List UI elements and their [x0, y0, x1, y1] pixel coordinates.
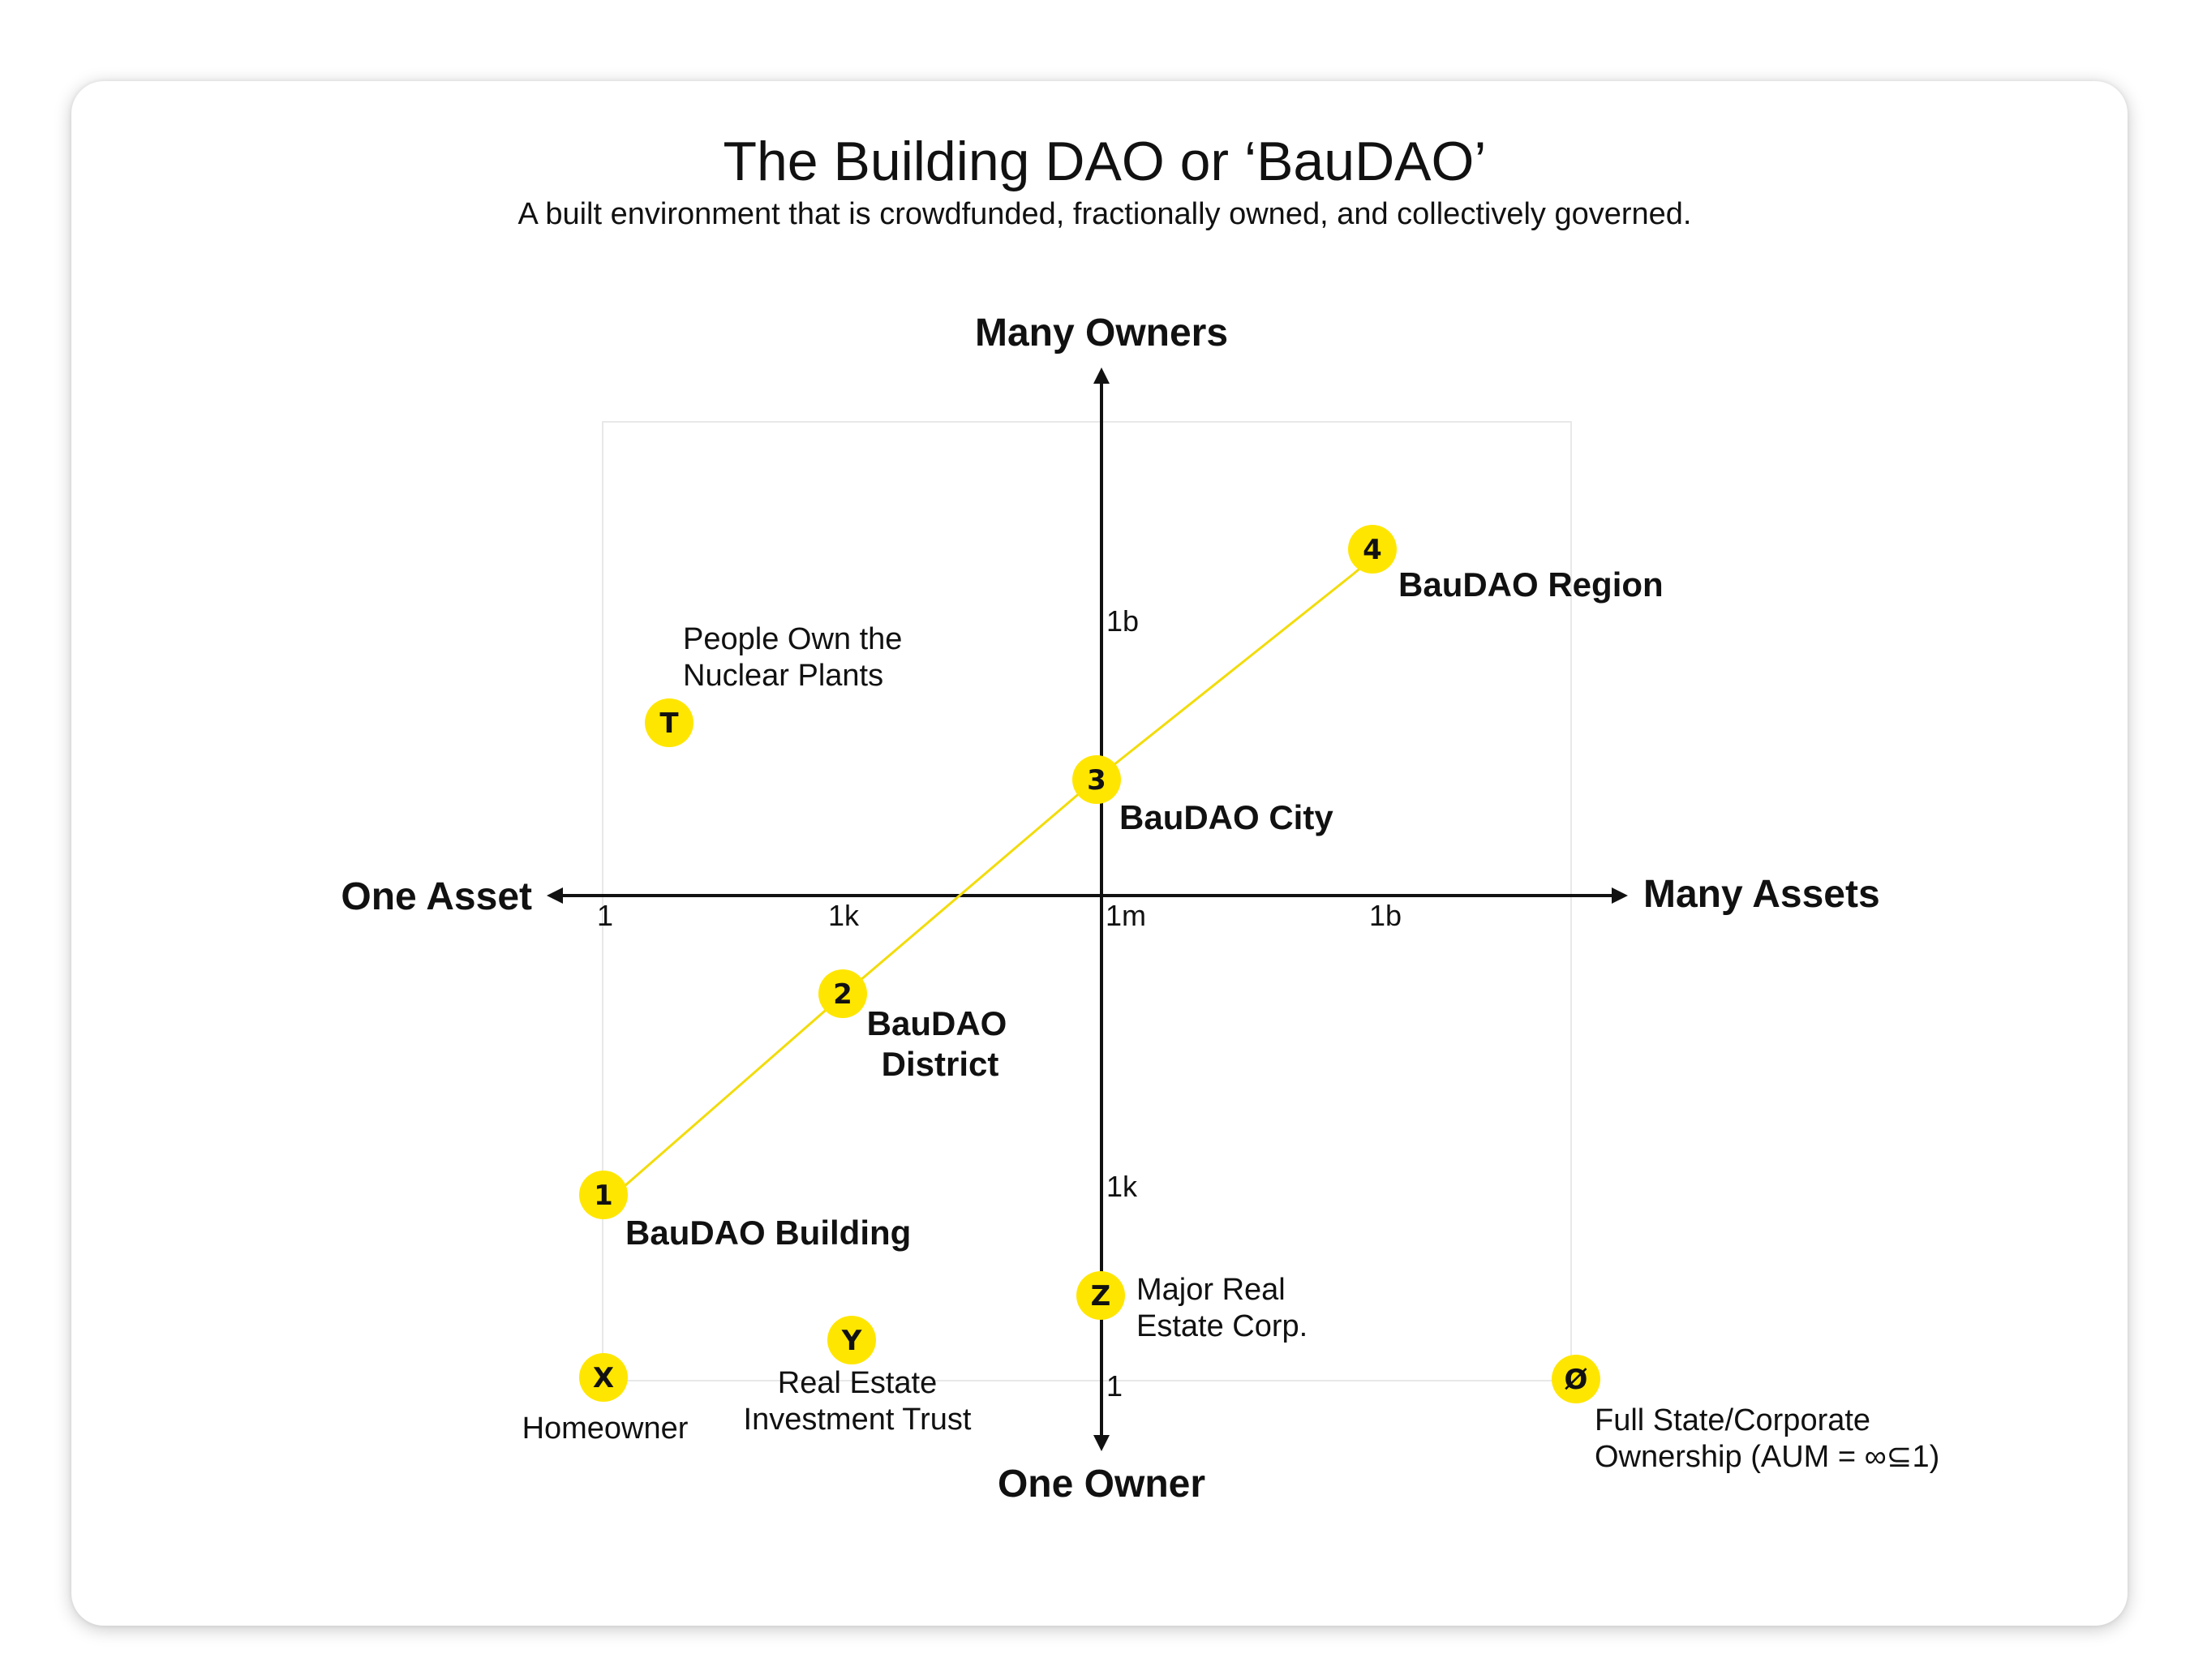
- marker-x: X: [579, 1353, 628, 1402]
- axis-title-left: One Asset: [341, 875, 532, 918]
- growth-path: [616, 573, 1354, 1194]
- marker-z-glyph: Z: [1091, 1280, 1111, 1313]
- label-major-re-line2: Estate Corp.: [1136, 1309, 1308, 1343]
- marker-3-glyph: 3: [1087, 764, 1106, 797]
- page-title: The Building DAO or ‘BauDAO’: [723, 131, 1486, 192]
- marker-y: Y: [827, 1316, 876, 1364]
- marker-z: Z: [1076, 1271, 1125, 1320]
- marker-1: 1: [579, 1171, 628, 1219]
- label-major-re-line1: Major Real: [1136, 1273, 1286, 1307]
- marker-3: 3: [1072, 755, 1121, 804]
- label-baudao-district-line2: District: [882, 1045, 999, 1083]
- marker-t: T: [645, 698, 694, 747]
- label-nuclear-line2: Nuclear Plants: [683, 659, 883, 693]
- axis-title-top: Many Owners: [975, 312, 1228, 354]
- marker-y-circle: [827, 1316, 876, 1364]
- marker-4-circle: [1348, 525, 1397, 574]
- label-reit-line2: Investment Trust: [744, 1403, 972, 1437]
- y-tick-1b: 1b: [1106, 604, 1139, 638]
- label-baudao-region: BauDAO Region: [1398, 565, 1664, 604]
- marker-4: 4: [1348, 525, 1397, 574]
- marker-1-circle: [579, 1171, 628, 1219]
- marker-1-glyph: 1: [594, 1179, 613, 1212]
- marker-3-circle: [1072, 755, 1121, 804]
- axis-title-bottom: One Owner: [998, 1463, 1205, 1506]
- label-homeowner: Homeowner: [522, 1411, 689, 1446]
- x-tick-1: 1: [597, 899, 613, 932]
- y-tick-1k: 1k: [1106, 1170, 1138, 1203]
- marker-2-circle: [818, 969, 867, 1018]
- diagram-card: The Building DAO or ‘BauDAO’ A built env…: [71, 81, 2128, 1626]
- y-tick-1: 1: [1106, 1369, 1123, 1403]
- marker-x-glyph: X: [593, 1362, 614, 1394]
- axis-title-right: Many Assets: [1643, 873, 1880, 916]
- marker-4-glyph: 4: [1363, 534, 1382, 566]
- x-tick-1m: 1m: [1106, 899, 1146, 932]
- label-baudao-city: BauDAO City: [1119, 798, 1333, 836]
- marker-x-circle: [579, 1353, 628, 1402]
- marker-2: 2: [818, 969, 867, 1018]
- ownership-diagram: The Building DAO or ‘BauDAO’ A built env…: [341, 131, 1939, 1506]
- x-tick-1b: 1b: [1369, 899, 1402, 932]
- label-baudao-building: BauDAO Building: [625, 1214, 911, 1252]
- marker-o-circle: [1552, 1355, 1600, 1403]
- marker-z-circle: [1076, 1271, 1125, 1320]
- x-tick-1k: 1k: [828, 899, 860, 932]
- marker-y-glyph: Y: [841, 1325, 862, 1357]
- marker-t-glyph: T: [659, 707, 679, 740]
- label-full-state-line1: Full State/Corporate: [1595, 1403, 1870, 1437]
- page-subtitle: A built environment that is crowdfunded,…: [518, 197, 1692, 231]
- label-baudao-district-line1: BauDAO: [867, 1004, 1007, 1042]
- marker-2-glyph: 2: [833, 978, 852, 1011]
- marker-o: Ø: [1552, 1355, 1600, 1403]
- label-nuclear-line1: People Own the: [683, 622, 902, 656]
- marker-t-circle: [645, 698, 694, 747]
- marker-o-glyph: Ø: [1565, 1364, 1588, 1396]
- label-reit-line1: Real Estate: [778, 1366, 937, 1400]
- label-full-state-line2: Ownership (AUM = ∞⊆1): [1595, 1440, 1939, 1474]
